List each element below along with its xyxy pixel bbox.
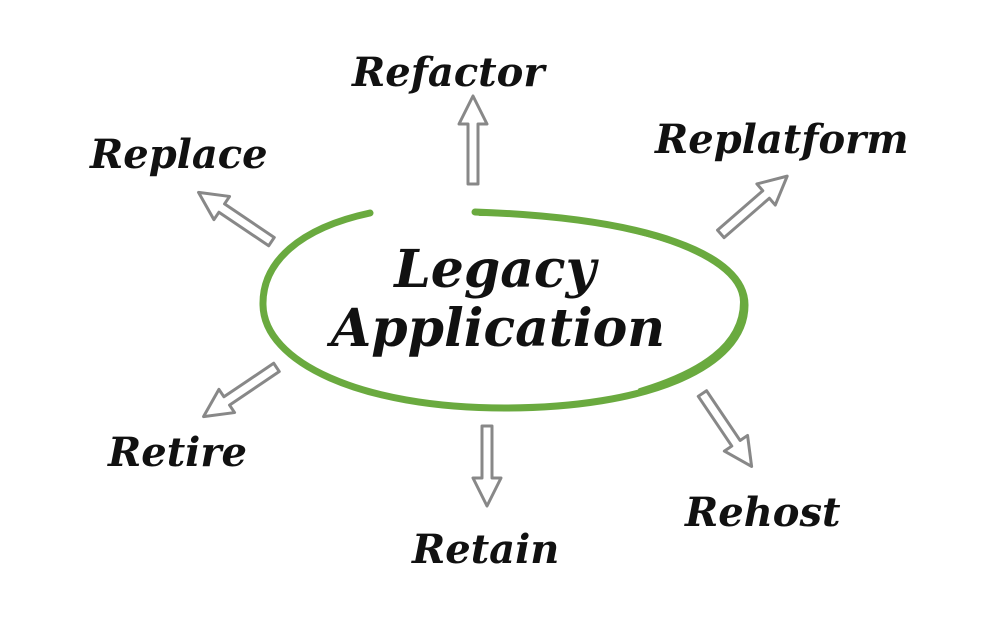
- label-refactor: Refactor: [351, 49, 547, 96]
- center-title-line1: Legacy: [392, 239, 599, 300]
- arrow-to-replatform: [716, 174, 789, 240]
- label-retain: Retain: [411, 526, 559, 573]
- arrow-to-retain: [471, 424, 503, 508]
- arrow-to-replace: [197, 190, 276, 248]
- label-rehost: Rehost: [684, 489, 841, 536]
- center-title-line2: Application: [326, 298, 665, 359]
- arrow-to-rehost: [696, 389, 754, 468]
- label-replatform: Replatform: [654, 116, 909, 163]
- label-retire: Retire: [107, 429, 247, 476]
- center-ellipse: [259, 208, 749, 412]
- arrow-to-retire: [202, 361, 281, 419]
- label-replace: Replace: [89, 131, 268, 178]
- arrow-to-refactor: [457, 94, 489, 186]
